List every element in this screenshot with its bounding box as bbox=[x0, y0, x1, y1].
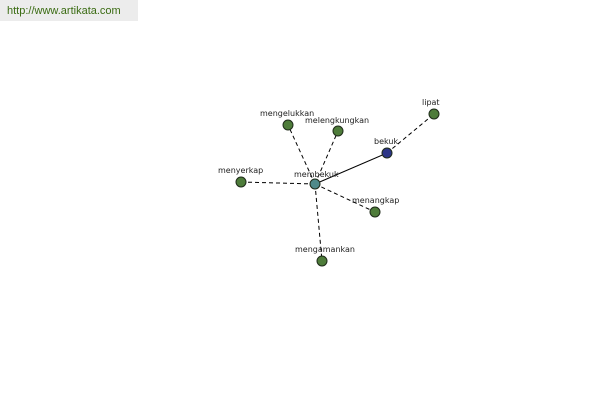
node-label-mengamankan[interactable]: mengamankan bbox=[295, 245, 355, 254]
node-label-mengelukkan[interactable]: mengelukkan bbox=[260, 109, 314, 118]
node-mengelukkan[interactable] bbox=[282, 119, 294, 131]
nodes-layer bbox=[235, 108, 440, 267]
node-membekuk[interactable] bbox=[309, 178, 321, 190]
edge-membekuk-bekuk bbox=[314, 152, 388, 185]
node-label-membekuk[interactable]: membekuk bbox=[294, 170, 339, 179]
edge-membekuk-menyerkap bbox=[240, 181, 316, 185]
site-link-bar: http://www.artikata.com bbox=[0, 0, 138, 21]
node-menangkap[interactable] bbox=[369, 206, 381, 218]
edge-bekuk-lipat bbox=[386, 113, 435, 154]
node-mengamankan[interactable] bbox=[316, 255, 328, 267]
node-label-bekuk[interactable]: bekuk bbox=[374, 137, 398, 146]
node-bekuk[interactable] bbox=[381, 147, 393, 159]
node-label-lipat[interactable]: lipat bbox=[422, 98, 440, 107]
labels-layer: membekuk bekuk lipat mengelukkanmelengkungk… bbox=[218, 98, 440, 254]
node-label-menyerkap[interactable]: menyerkap bbox=[218, 166, 263, 175]
node-lipat[interactable] bbox=[428, 108, 440, 120]
edges-layer bbox=[240, 113, 435, 262]
node-label-menangkap[interactable]: menangkap bbox=[352, 196, 399, 205]
edge-membekuk-mengamankan bbox=[314, 183, 323, 262]
site-link[interactable]: http://www.artikata.com bbox=[7, 5, 121, 17]
node-menyerkap[interactable] bbox=[235, 176, 247, 188]
edge-membekuk-melengkungkan bbox=[314, 130, 339, 185]
edge-membekuk-mengelukkan bbox=[287, 124, 316, 185]
node-melengkungkan[interactable] bbox=[332, 125, 344, 137]
node-label-melengkungkan[interactable]: melengkungkan bbox=[305, 116, 369, 125]
